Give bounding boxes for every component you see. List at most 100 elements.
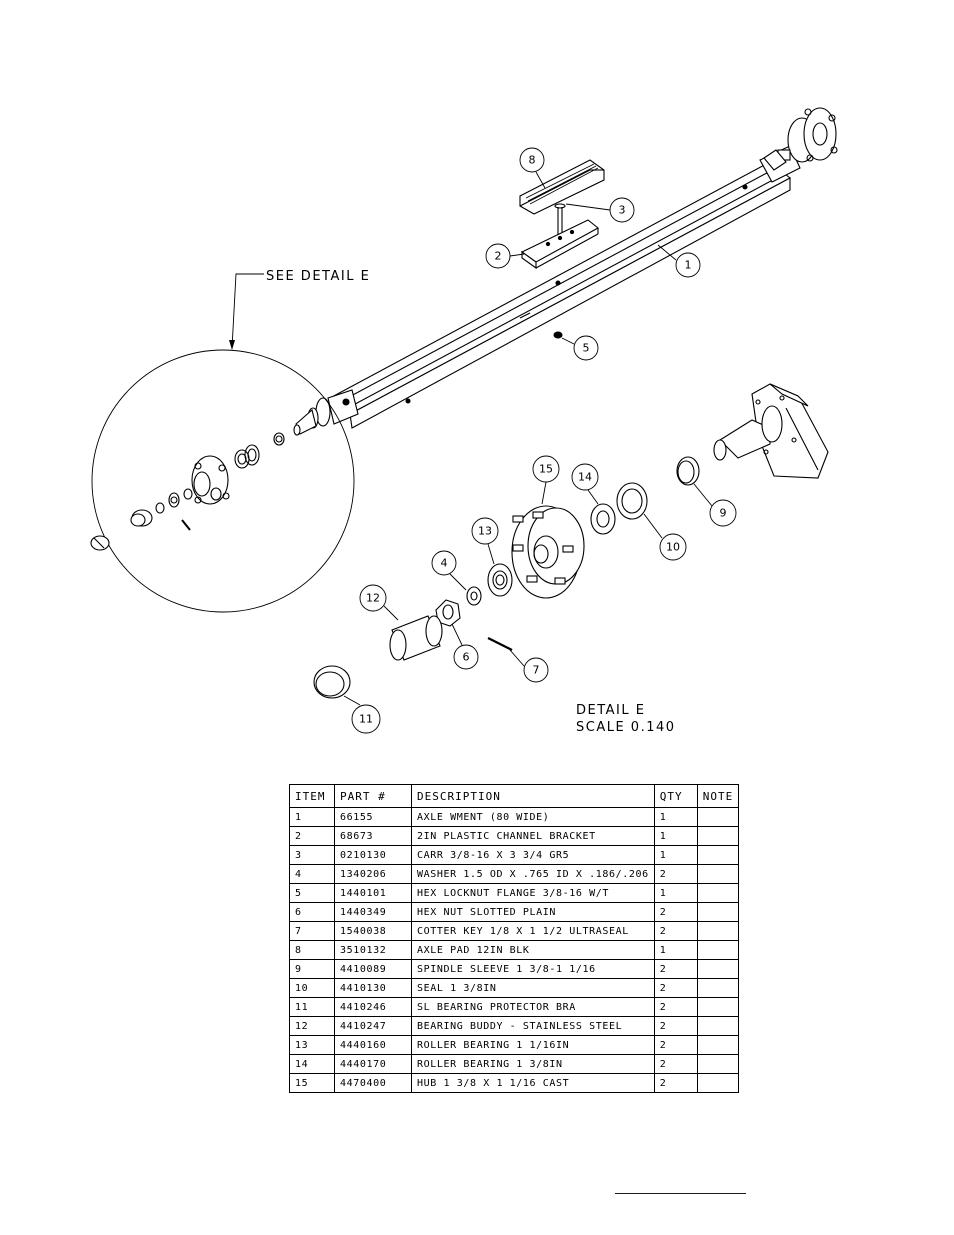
cell-part-number: 4410246 (334, 997, 412, 1017)
cell-item: 13 (289, 1035, 335, 1055)
cell-part-number: 66155 (334, 807, 412, 827)
cell-description: CARR 3/8-16 X 3 3/4 GR5 (411, 845, 655, 865)
header-item: ITEM (289, 784, 335, 808)
cell-note (696, 959, 740, 979)
balloon-8: 8 (529, 154, 536, 167)
balloon-14: 14 (578, 471, 592, 484)
channel-bracket (520, 219, 599, 270)
cell-description: ROLLER BEARING 1 3/8IN (411, 1054, 655, 1074)
cell-note (696, 1035, 740, 1055)
cell-note (696, 940, 740, 960)
cotter-key (487, 637, 513, 651)
footer-link[interactable] (615, 1192, 746, 1194)
cell-description: HUB 1 3/8 X 1 1/16 CAST (411, 1073, 655, 1093)
cell-part-number: 1440101 (334, 883, 412, 903)
detail-circle (90, 273, 355, 613)
cell-note (696, 1016, 740, 1036)
cell-note (696, 1054, 740, 1074)
cell-part-number: 0210130 (334, 845, 412, 865)
cell-part-number: 4410130 (334, 978, 412, 998)
washer (466, 586, 482, 606)
axle-tube (329, 161, 791, 429)
balloon-2: 2 (495, 250, 502, 263)
cell-qty: 2 (653, 1016, 698, 1036)
spindle-housing (713, 383, 829, 479)
roller-bearing-large (590, 503, 616, 535)
cell-description: HEX LOCKNUT FLANGE 3/8-16 W/T (411, 883, 655, 903)
cell-description: BEARING BUDDY - STAINLESS STEEL (411, 1016, 655, 1036)
cell-part-number: 4410089 (334, 959, 412, 979)
cell-qty: 2 (653, 921, 698, 941)
cell-description: SL BEARING PROTECTOR BRA (411, 997, 655, 1017)
balloon-10: 10 (666, 541, 680, 554)
cell-part-number: 4440160 (334, 1035, 412, 1055)
cell-item: 8 (289, 940, 335, 960)
cell-part-number: 4470400 (334, 1073, 412, 1093)
cell-note (696, 826, 740, 846)
hex-locknut (553, 331, 563, 339)
cell-qty: 2 (653, 1054, 698, 1074)
cell-qty: 2 (653, 902, 698, 922)
cell-qty: 1 (653, 883, 698, 903)
cell-description: ROLLER BEARING 1 1/16IN (411, 1035, 655, 1055)
balloon-4: 4 (441, 557, 448, 570)
header-part-number: PART # (334, 784, 412, 808)
header-note: NOTE (696, 784, 740, 808)
balloon-7: 7 (533, 664, 540, 677)
balloon-15: 15 (539, 463, 553, 476)
balloon-11: 11 (359, 713, 373, 726)
see-detail-callout: SEE DETAIL E (266, 269, 370, 284)
bearing-protector (313, 665, 351, 699)
cell-part-number: 1340206 (334, 864, 412, 884)
cell-note (696, 845, 740, 865)
cell-description: SPINDLE SLEEVE 1 3/8-1 1/16 (411, 959, 655, 979)
cell-description: COTTER KEY 1/8 X 1 1/2 ULTRASEAL (411, 921, 655, 941)
cell-qty: 2 (653, 1035, 698, 1055)
cell-part-number: 1440349 (334, 902, 412, 922)
cell-item: 1 (289, 807, 335, 827)
cell-note (696, 921, 740, 941)
balloon-3: 3 (619, 204, 626, 217)
seal (616, 482, 648, 520)
cell-item: 3 (289, 845, 335, 865)
cell-part-number: 4440170 (334, 1054, 412, 1074)
cell-part-number: 68673 (334, 826, 412, 846)
cell-item: 7 (289, 921, 335, 941)
cell-item: 5 (289, 883, 335, 903)
cell-item: 10 (289, 978, 335, 998)
cell-description: SEAL 1 3/8IN (411, 978, 655, 998)
header-qty: QTY (653, 784, 698, 808)
cell-part-number: 4410247 (334, 1016, 412, 1036)
bearing-buddy (389, 615, 443, 661)
cell-item: 6 (289, 902, 335, 922)
balloon-6: 6 (463, 651, 470, 664)
balloon-9: 9 (720, 507, 727, 520)
cell-description: AXLE PAD 12IN BLK (411, 940, 655, 960)
bom-header-row: ITEM PART # DESCRIPTION QTY NOTE (289, 784, 740, 808)
cell-qty: 1 (653, 807, 698, 827)
cell-note (696, 883, 740, 903)
cell-note (696, 807, 740, 827)
cell-item: 12 (289, 1016, 335, 1036)
cell-qty: 2 (653, 978, 698, 998)
cell-note (696, 864, 740, 884)
cell-item: 15 (289, 1073, 335, 1093)
balloon-13: 13 (478, 525, 492, 538)
cell-description: AXLE WMENT (80 WIDE) (411, 807, 655, 827)
cell-description: WASHER 1.5 OD X .765 ID X .186/.206 (411, 864, 655, 884)
